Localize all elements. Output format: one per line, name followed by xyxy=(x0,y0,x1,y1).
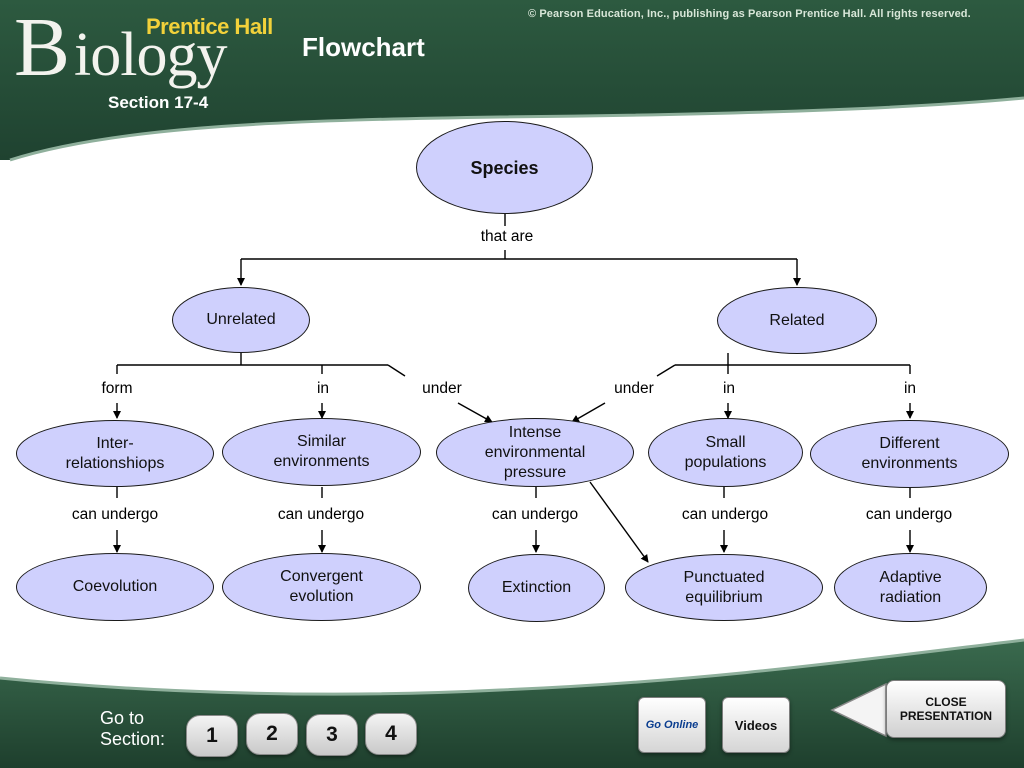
edge-label-can-undergo-2: can undergo xyxy=(277,506,365,523)
go-to-section-label: Go to Section: xyxy=(100,708,165,750)
node-related-label: Related xyxy=(769,311,825,329)
node-adaptive-radiation-line2: radiation xyxy=(879,588,942,606)
node-similar-environments: Similar environments xyxy=(222,418,421,486)
node-convergent-evolution: Convergent evolution xyxy=(222,553,421,621)
node-convergent-evolution-line2: evolution xyxy=(289,588,354,605)
node-interrelationships-line1: Inter- xyxy=(96,434,134,452)
node-extinction-label: Extinction xyxy=(501,579,572,596)
node-small-populations-line1: Small xyxy=(705,433,746,451)
section-button-4[interactable]: 4 xyxy=(365,713,417,755)
node-different-environments-line2: environments xyxy=(861,455,958,472)
copyright-notice: © Pearson Education, Inc., publishing as… xyxy=(528,8,971,20)
node-adaptive-radiation-line1: Adaptive xyxy=(879,568,942,586)
edge-label-form: form xyxy=(101,380,133,397)
node-convergent-evolution-line1: Convergent xyxy=(280,568,363,585)
node-unrelated: Unrelated xyxy=(172,287,310,353)
edge-label-can-undergo-5: can undergo xyxy=(865,506,953,523)
connector-under1-diag xyxy=(387,364,406,377)
node-different-environments: Different environments xyxy=(810,420,1009,488)
node-different-environments-line1: Different xyxy=(879,435,940,452)
logo-initial: B xyxy=(14,1,71,94)
section-button-3[interactable]: 3 xyxy=(306,714,358,756)
node-pressure-line2: environmental xyxy=(484,443,586,461)
publisher-brand: Prentice Hall xyxy=(146,14,273,39)
node-coevolution: Coevolution xyxy=(16,553,214,621)
header-band xyxy=(0,0,1024,160)
node-similar-environments-line2: environments xyxy=(273,453,370,470)
edge-label-that-are: that are xyxy=(480,228,534,245)
section-button-1[interactable]: 1 xyxy=(186,715,238,757)
go-online-label: Go Online xyxy=(645,719,699,731)
go-to-section-line1: Go to xyxy=(100,708,145,728)
page-title: Flowchart xyxy=(302,32,425,62)
edge-label-can-undergo-3: can undergo xyxy=(491,506,579,523)
node-coevolution-label: Coevolution xyxy=(72,578,158,595)
node-similar-environments-line1: Similar xyxy=(297,433,346,450)
edge-label-can-undergo-1: can undergo xyxy=(71,506,159,523)
connector-under2-diag xyxy=(656,364,676,377)
node-punctuated-equilibrium-line1: Punctuated xyxy=(683,568,765,586)
node-small-populations-line2: populations xyxy=(684,453,767,471)
videos-button[interactable]: Videos xyxy=(722,697,790,753)
node-small-populations: Small populations xyxy=(648,418,803,487)
node-adaptive-radiation: Adaptive radiation xyxy=(834,553,987,622)
section-label: Section 17-4 xyxy=(108,93,209,112)
footer-edge xyxy=(0,638,1024,696)
node-species: Species xyxy=(416,121,593,214)
logo-wordmark: iology xyxy=(74,21,227,89)
node-interrelationships: Inter- relationshiops xyxy=(16,420,214,487)
node-related: Related xyxy=(717,287,877,354)
edge-label-in-2: in xyxy=(722,380,736,397)
videos-label: Videos xyxy=(734,717,778,733)
edge-label-under-1: under xyxy=(422,380,462,397)
arrow-pressure-to-punctuated xyxy=(589,481,649,563)
node-extinction: Extinction xyxy=(468,554,605,622)
section-button-2[interactable]: 2 xyxy=(246,713,298,755)
edge-label-in-1: in xyxy=(316,380,330,397)
go-to-section-line2: Section: xyxy=(100,729,166,749)
node-punctuated-equilibrium-line2: equilibrium xyxy=(685,588,763,606)
node-unrelated-label: Unrelated xyxy=(206,311,276,328)
back-arrow-icon[interactable] xyxy=(826,680,890,740)
header-edge xyxy=(9,96,1024,162)
arrow-under1-to-pressure xyxy=(457,402,493,423)
arrow-under2-to-pressure xyxy=(571,402,606,423)
edge-label-can-undergo-4: can undergo xyxy=(681,506,769,523)
node-intense-environmental-pressure: Intense environmental pressure xyxy=(436,418,634,487)
go-online-button[interactable]: Go Online xyxy=(638,697,706,753)
node-species-label: Species xyxy=(470,157,539,178)
node-pressure-line1: Intense xyxy=(508,423,562,441)
node-punctuated-equilibrium: Punctuated equilibrium xyxy=(625,554,823,621)
edge-label-in-3: in xyxy=(903,380,917,397)
edge-label-under-2: under xyxy=(614,380,654,397)
close-presentation-button[interactable]: CLOSE PRESENTATION xyxy=(886,680,1006,738)
node-pressure-line3: pressure xyxy=(503,463,567,481)
node-interrelationships-line2: relationshiops xyxy=(65,454,165,472)
